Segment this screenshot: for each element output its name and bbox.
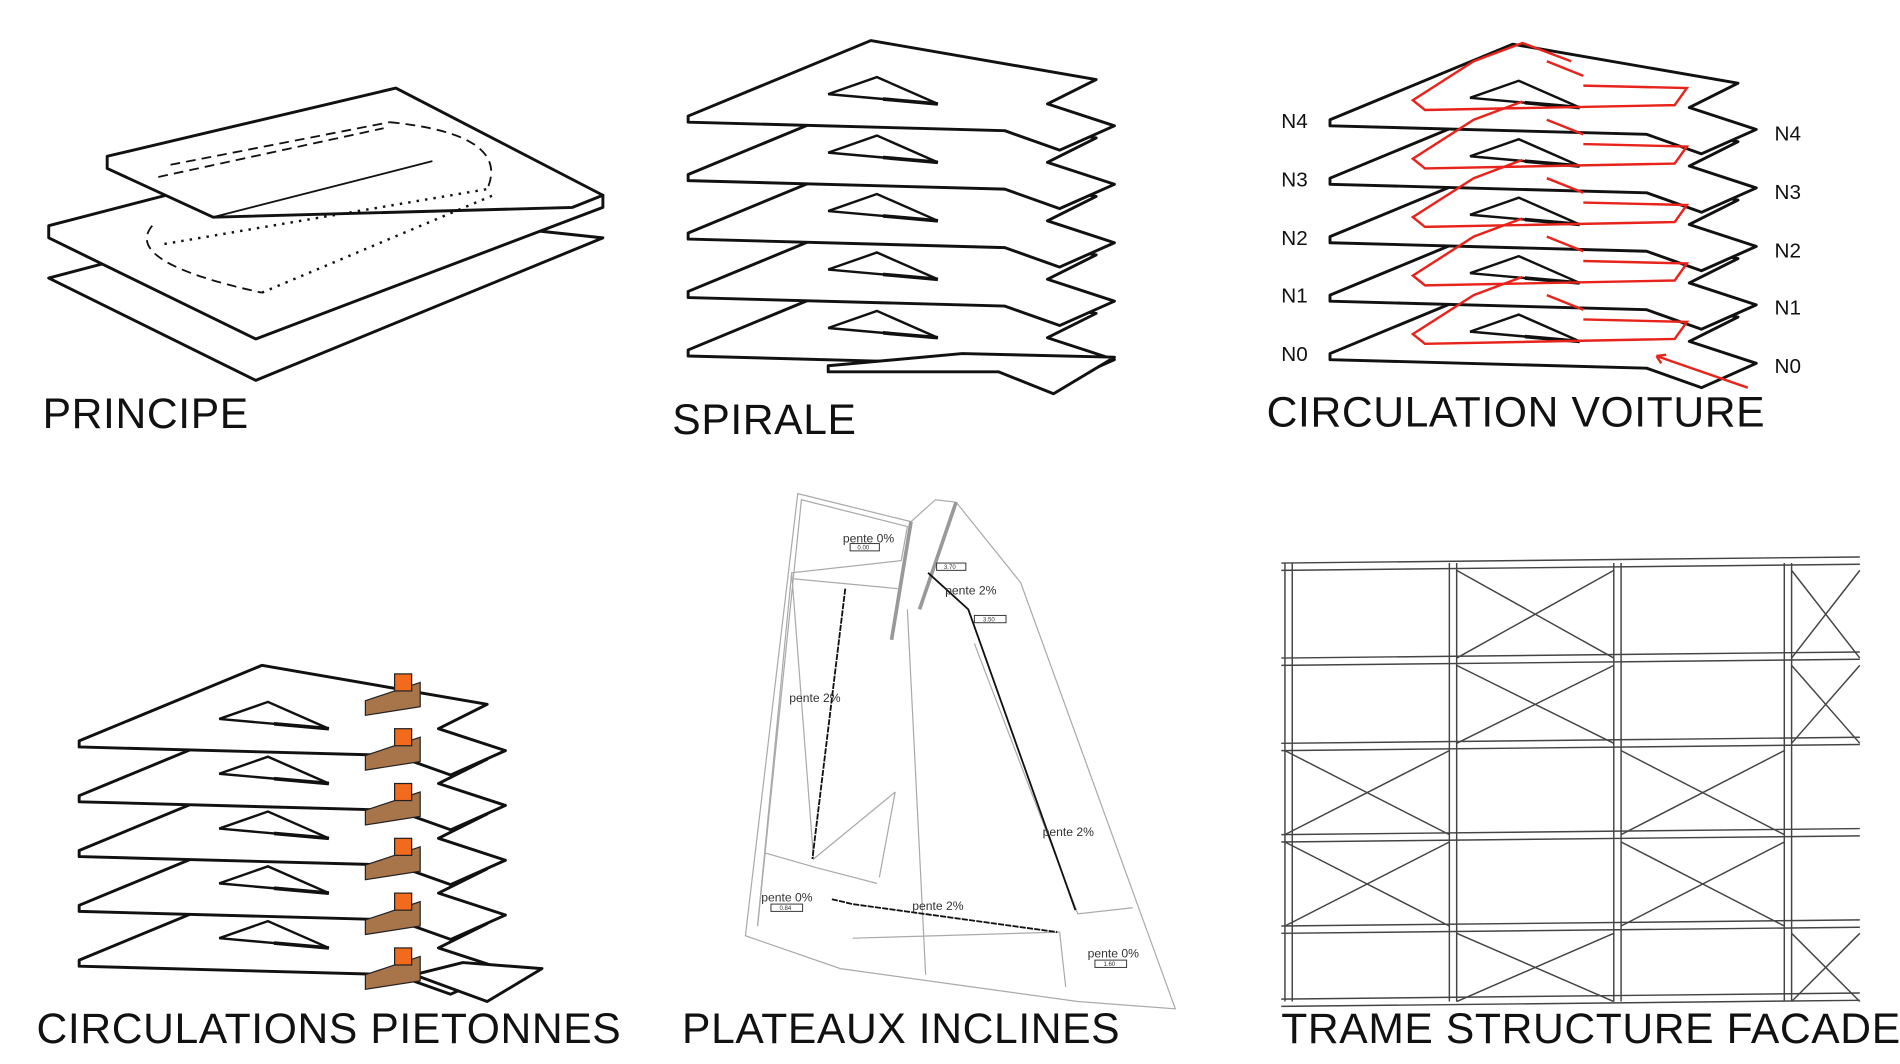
facade-brace xyxy=(1791,569,1861,659)
facade-beam xyxy=(1281,556,1860,564)
level-label-left: N4 xyxy=(1281,110,1307,133)
slope-label: pente 2% xyxy=(945,584,997,598)
level-label-right: N0 xyxy=(1775,355,1801,378)
circulation-voiture-title: CIRCULATION VOITURE xyxy=(1267,389,1765,437)
car-route-path xyxy=(1410,158,1690,229)
facade-brace xyxy=(1791,664,1861,744)
level-label-right: N4 xyxy=(1775,122,1801,145)
facade-beam xyxy=(1281,743,1860,752)
spirale-diagram: SPIRALE xyxy=(672,38,1117,444)
elevation-value: 3.70 xyxy=(944,564,956,571)
stair-tower xyxy=(394,837,413,856)
slope-label: pente 0% xyxy=(1088,947,1140,961)
facade-beam xyxy=(1281,563,1860,572)
level-label-left: N0 xyxy=(1281,343,1307,366)
level-label-right: N3 xyxy=(1775,181,1801,204)
facade-beam xyxy=(1281,926,1860,935)
car-route-ramp xyxy=(1546,118,1584,136)
circulations-pietonnes-title: CIRCULATIONS PIETONNES xyxy=(37,1005,622,1053)
facade-beam xyxy=(1281,651,1860,659)
facade-brace xyxy=(1456,569,1615,659)
spirale-title: SPIRALE xyxy=(672,396,856,444)
trame-structure-facade-title: TRAME STRUCTURE FACADE xyxy=(1281,1005,1900,1053)
stair-tower xyxy=(394,892,413,911)
car-entry-arrow xyxy=(1655,353,1749,389)
facade-brace xyxy=(1456,932,1615,1003)
plateaux-inclines-title: PLATEAUX INCLINES xyxy=(682,1005,1120,1053)
car-route-paths xyxy=(1410,41,1749,389)
car-route-path xyxy=(1410,275,1690,346)
principe-diagram: PRINCIPE xyxy=(43,86,605,438)
car-route-ramp xyxy=(1546,177,1584,194)
slope-label: pente 0% xyxy=(843,531,895,545)
car-route-ramp xyxy=(1546,235,1584,253)
plateaux-inclines-plan: pente 0% 0.00 3.70 pente 2% 3.50 pente 2… xyxy=(682,492,1177,1053)
facade-brace xyxy=(1620,749,1785,836)
principe-title: PRINCIPE xyxy=(43,390,249,438)
level-label-left: N3 xyxy=(1281,169,1307,192)
car-route-ramp xyxy=(1546,293,1584,311)
facade-beam xyxy=(1281,827,1860,836)
facade-beam xyxy=(1281,992,1860,1000)
elevation-value: 1.60 xyxy=(1103,961,1115,968)
pedestrian-stair-cores xyxy=(364,673,421,991)
facade-beam xyxy=(1281,999,1860,1008)
facade-beam xyxy=(1281,919,1860,927)
car-route-path xyxy=(1410,41,1690,112)
trame-structure-facade-grid: TRAME STRUCTURE FACADE xyxy=(1281,556,1900,1053)
slope-label: pente 2% xyxy=(912,899,964,913)
level-label-right: N2 xyxy=(1775,239,1801,262)
stair-tower xyxy=(394,782,413,802)
facade-brace xyxy=(1791,932,1861,1003)
slope-label: pente 0% xyxy=(761,891,813,905)
elevation-value: 3.50 xyxy=(983,617,995,624)
level-label-right: N1 xyxy=(1775,297,1801,320)
elevation-value: 0.84 xyxy=(779,905,791,912)
slope-label: pente 2% xyxy=(789,691,841,705)
elevation-value: 0.00 xyxy=(857,545,869,552)
facade-brace xyxy=(1284,841,1450,927)
facade-brace xyxy=(1456,664,1615,744)
circulation-voiture-diagram: N4 N3 N2 N1 N0 N4 N3 N2 N1 N0 CIRCULATIO… xyxy=(1267,41,1801,437)
facade-brace xyxy=(1620,841,1785,927)
stair-tower xyxy=(394,947,413,966)
stair-tower xyxy=(394,728,413,747)
level-label-left: N2 xyxy=(1281,227,1307,250)
car-route-path xyxy=(1410,100,1690,170)
facade-brace xyxy=(1284,749,1450,836)
car-route-ramp xyxy=(1546,60,1584,78)
facade-beam xyxy=(1281,736,1860,745)
car-route-path xyxy=(1410,217,1690,287)
level-label-left: N1 xyxy=(1281,284,1307,307)
stair-tower xyxy=(394,673,413,692)
facade-beam xyxy=(1281,835,1860,843)
circulations-pietonnes-diagram: CIRCULATIONS PIETONNES xyxy=(37,663,622,1053)
facade-beam xyxy=(1281,658,1860,667)
slope-label: pente 2% xyxy=(1043,825,1095,839)
